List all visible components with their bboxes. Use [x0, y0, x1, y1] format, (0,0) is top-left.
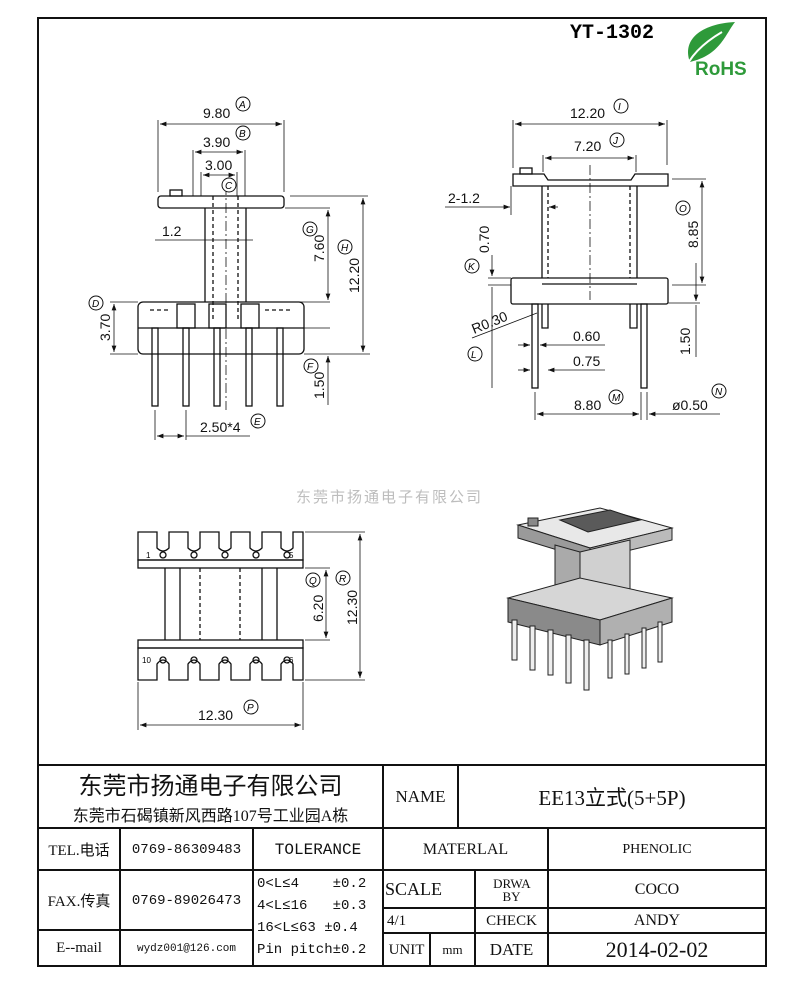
dim-g: 7.60	[311, 235, 327, 262]
rohs-text: RoHS	[695, 59, 747, 80]
unit-label: UNIT	[388, 941, 425, 958]
tag-m: M	[612, 393, 621, 404]
dim-0-60: 0.60	[573, 328, 600, 344]
check-value: ANDY	[633, 912, 681, 929]
drawn-by-label: DRWA BY	[493, 875, 531, 904]
tel-label: TEL.电话	[48, 843, 110, 859]
dim-h: 12.20	[346, 258, 362, 293]
leaf-icon	[688, 22, 735, 62]
pin-label-5: 5	[289, 551, 294, 560]
dim-m: 8.80	[574, 397, 601, 413]
dim-pin-length: 1.50	[677, 328, 693, 355]
tag-l: L	[471, 350, 477, 361]
dim-r: 12.30	[344, 590, 360, 625]
dim-o: 8.85	[685, 221, 701, 248]
scale-value: 4/1	[387, 912, 407, 929]
tel-value: 0769-86309483	[131, 841, 242, 858]
tolerance-row: 4<L≤16 ±0.3	[257, 898, 367, 914]
material-value: PHENOLIC	[622, 841, 692, 857]
tolerance-label: TOLERANCE	[274, 840, 362, 859]
tag-e: E	[254, 417, 261, 428]
tag-i: I	[618, 102, 621, 113]
isometric-view	[506, 507, 674, 691]
dim-wall-side: 2-1.2	[448, 190, 480, 206]
tag-o: O	[679, 204, 687, 215]
tag-n: N	[715, 387, 723, 398]
tag-b: B	[239, 129, 246, 140]
tolerance-row: Pin pitch±0.2	[257, 942, 367, 958]
dim-0-75: 0.75	[573, 353, 600, 369]
tolerance-row: 16<L≤63 ±0.4	[257, 920, 358, 936]
tag-j: J	[612, 136, 619, 147]
scale-label: SCALE	[385, 879, 443, 899]
tag-f: F	[307, 362, 314, 373]
dim-e: 2.50*4	[200, 419, 241, 435]
fax-value: 0769-89026473	[131, 892, 242, 909]
dim-i: 12.20	[570, 105, 605, 121]
sheet-border	[37, 17, 767, 967]
pin-label-1: 1	[146, 551, 151, 560]
dim-q: 6.20	[310, 595, 326, 622]
pin-label-10: 10	[142, 656, 151, 665]
tolerance-row: 0<L≤4 ±0.2	[257, 876, 367, 892]
unit-value: mm	[442, 942, 463, 957]
front-view-dimensions: 9.80 A 3.90 B 3.00 C 1.2 7.60 G 12.20 H …	[88, 96, 362, 435]
dim-c: 3.00	[205, 157, 232, 173]
tag-r: R	[339, 574, 346, 585]
drawn-by-value: COCO	[634, 880, 680, 898]
dim-b: 3.90	[203, 134, 230, 150]
name-label: NAME	[395, 787, 446, 806]
dim-p: 12.30	[198, 707, 233, 723]
tag-p: P	[247, 703, 254, 714]
date-value: 2014-02-02	[605, 937, 709, 962]
dim-n: ø0.50	[672, 397, 708, 413]
fax-label: FAX.传真	[47, 894, 111, 910]
dim-j: 7.20	[574, 138, 601, 154]
tag-k: K	[468, 262, 476, 273]
date-label: DATE	[489, 940, 534, 959]
tag-c: C	[225, 181, 233, 192]
name-value: EE13立式(5+5P)	[538, 786, 686, 810]
side-view	[445, 120, 720, 420]
part-number: YT-1302	[570, 22, 654, 45]
tag-q: Q	[309, 576, 317, 587]
dim-wall: 1.2	[162, 223, 182, 239]
company-name: 东莞市扬通电子有限公司	[78, 773, 343, 800]
pin-label-6: 6	[289, 656, 294, 665]
email-label: E--mail	[56, 940, 102, 956]
material-label: MATERLAL	[422, 840, 509, 858]
bottom-view-labels: 1 5 10 6 6.20 Q 12.30 R 12.30 P	[142, 551, 360, 723]
dim-k: 0.70	[476, 226, 492, 253]
email-value: wydz001@126.com	[136, 942, 237, 955]
bottom-view	[137, 531, 365, 730]
rohs-logo: RoHS	[683, 22, 747, 80]
dim-a: 9.80	[203, 105, 230, 121]
tag-g: G	[306, 225, 314, 236]
tag-d: D	[92, 299, 99, 310]
dim-radius: R0.30	[469, 308, 510, 337]
watermark: 东莞市扬通电子有限公司	[296, 489, 483, 506]
dim-d: 3.70	[97, 314, 113, 341]
dim-f: 1.50	[311, 372, 327, 399]
side-view-dimensions: 12.20 I 7.20 J 2-1.2 0.70 K 8.85 O R0.30…	[448, 98, 727, 413]
company-address: 东莞市石碣镇新风西路107号工业园A栋	[72, 807, 349, 825]
check-label: CHECK	[486, 912, 537, 929]
tag-a: A	[238, 100, 246, 111]
tag-h: H	[341, 243, 349, 254]
front-view	[110, 120, 370, 440]
